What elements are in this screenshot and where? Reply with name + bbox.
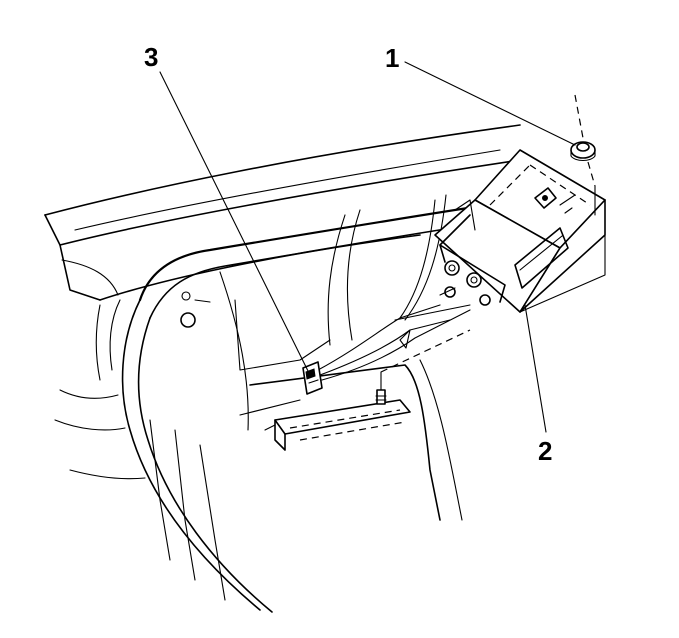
stud-centerline-lower xyxy=(587,161,596,187)
module-housing xyxy=(434,149,606,313)
alignment-line-harness xyxy=(394,304,471,321)
module-connectors xyxy=(439,260,491,306)
callout-label-3: 3 xyxy=(144,42,158,72)
trunk-opening xyxy=(121,198,522,613)
callout-label-1: 1 xyxy=(385,43,399,73)
leader-line-3 xyxy=(159,71,311,376)
quarter-panel xyxy=(54,299,226,601)
leader-line-2 xyxy=(524,304,547,433)
stud-centerline xyxy=(574,94,584,139)
callout-label-2: 2 xyxy=(538,436,552,466)
mounting-bolt xyxy=(375,371,387,405)
alignment-line-bolt xyxy=(380,329,471,373)
alignment-line-right xyxy=(519,234,606,313)
mounting-bracket xyxy=(264,399,411,451)
leader-line-1 xyxy=(404,61,576,146)
retaining-nut xyxy=(570,141,596,162)
trunk-interior xyxy=(180,209,463,521)
